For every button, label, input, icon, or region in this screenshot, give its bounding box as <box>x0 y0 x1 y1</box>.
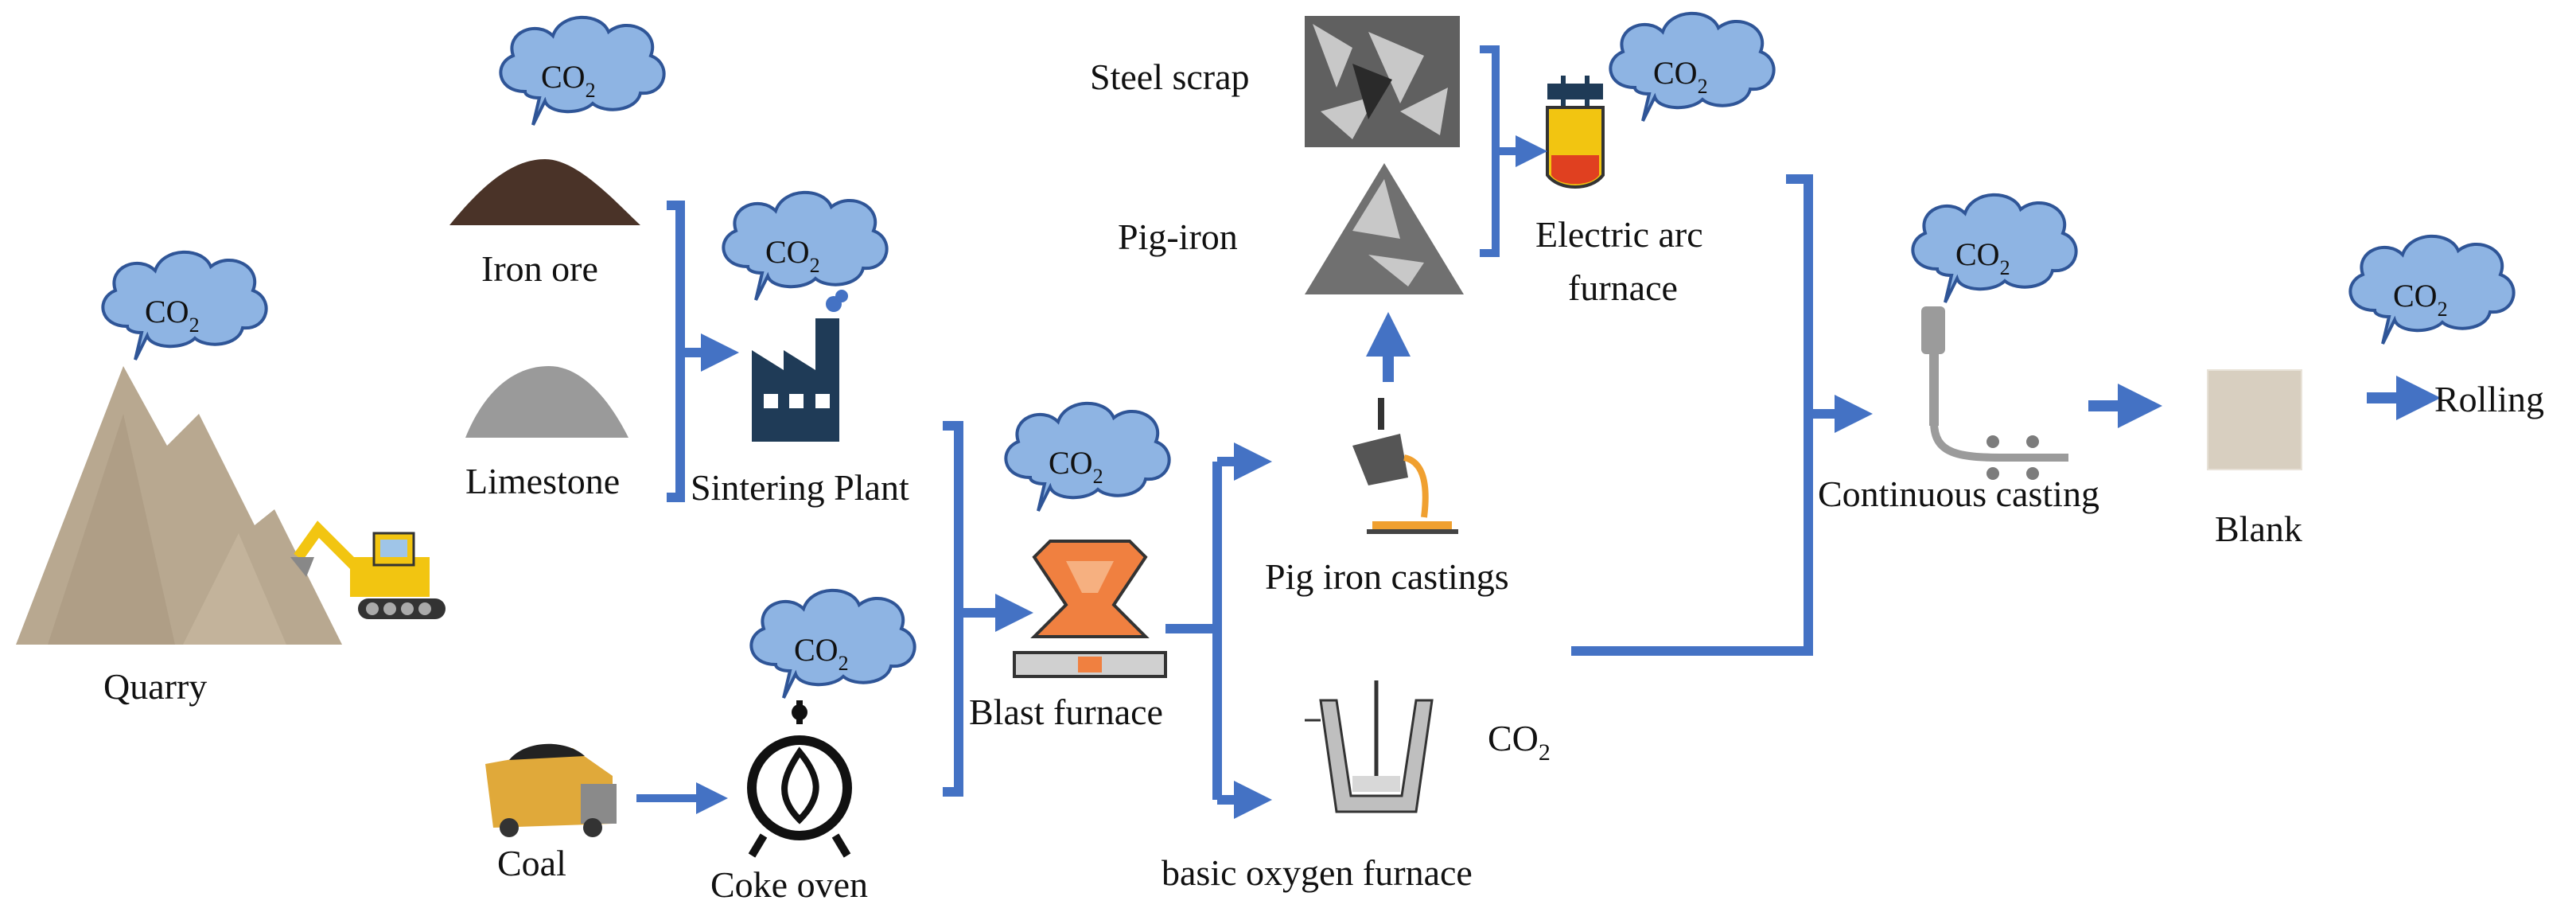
svg-text:CO2: CO2 <box>1955 236 2010 279</box>
flow-connectors <box>636 45 2441 819</box>
continuous-casting-icon <box>1921 306 2068 480</box>
co2-cloud-icon: CO2 <box>722 190 889 302</box>
label-steel-scrap: Steel scrap <box>1090 57 1250 97</box>
co2-cloud-icon: CO2 <box>1609 11 1776 123</box>
co2-cloud-icon: CO2 <box>1911 193 2078 304</box>
co2-bof-label: CO2 <box>1488 718 1551 766</box>
co2-cloud-icon: CO2 <box>2348 234 2516 345</box>
svg-text:CO2: CO2 <box>145 294 200 337</box>
label-quarry: Quarry <box>103 666 208 707</box>
coke-oven-fire-icon <box>747 700 852 858</box>
label-limestone: Limestone <box>465 461 621 501</box>
factory-icon <box>752 290 848 442</box>
label-rolling: Rolling <box>2434 379 2545 419</box>
label-iron-ore: Iron ore <box>481 248 598 289</box>
label-pig-iron: Pig-iron <box>1118 216 1238 257</box>
svg-text:CO2: CO2 <box>541 59 596 102</box>
iron-ore-pile-icon <box>449 159 640 225</box>
blank-slab-icon <box>2207 369 2302 470</box>
pig-iron-icon <box>1305 163 1464 294</box>
svg-text:CO2: CO2 <box>794 632 849 675</box>
coal-truck-icon <box>485 743 617 837</box>
quarry-mountain-icon <box>16 366 342 645</box>
label-continuous-casting: Continuous casting <box>1818 474 2099 514</box>
label-blast-furnace: Blast furnace <box>969 692 1163 732</box>
label-basic-oxygen-furnace: basic oxygen furnace <box>1162 852 1473 893</box>
label-electric-arc-2: furnace <box>1568 267 1678 308</box>
basic-oxygen-furnace-icon <box>1305 680 1434 813</box>
label-pig-iron-castings: Pig iron castings <box>1265 556 1509 597</box>
label-blank: Blank <box>2215 509 2302 549</box>
label-coal: Coal <box>497 843 566 883</box>
svg-text:CO2: CO2 <box>765 234 820 277</box>
ore-limestone-bracket <box>667 201 685 502</box>
blast-furnace-icon <box>1013 540 1167 678</box>
excavator-icon <box>290 520 446 619</box>
svg-text:CO2: CO2 <box>2393 278 2448 321</box>
co2-cloud-icon: CO2 <box>749 588 916 700</box>
electric-arc-furnace-icon <box>1546 76 1605 189</box>
ladle-pour-icon <box>1352 398 1458 534</box>
co2-cloud-icon: CO2 <box>499 15 666 127</box>
label-electric-arc-1: Electric arc <box>1535 214 1703 255</box>
scrap-pigiron-bracket <box>1480 45 1500 257</box>
label-sintering-plant: Sintering Plant <box>691 467 909 508</box>
sinter-coke-bracket <box>943 421 963 797</box>
svg-text:CO2: CO2 <box>1653 55 1708 98</box>
co2-cloud-icon: CO2 <box>1004 401 1171 513</box>
steel-scrap-icon <box>1305 16 1460 147</box>
limestone-pile-icon <box>465 366 628 438</box>
label-coke-oven: Coke oven <box>710 864 869 905</box>
co2-cloud-icon: CO2 <box>101 250 268 361</box>
svg-text:CO2: CO2 <box>1049 445 1103 488</box>
